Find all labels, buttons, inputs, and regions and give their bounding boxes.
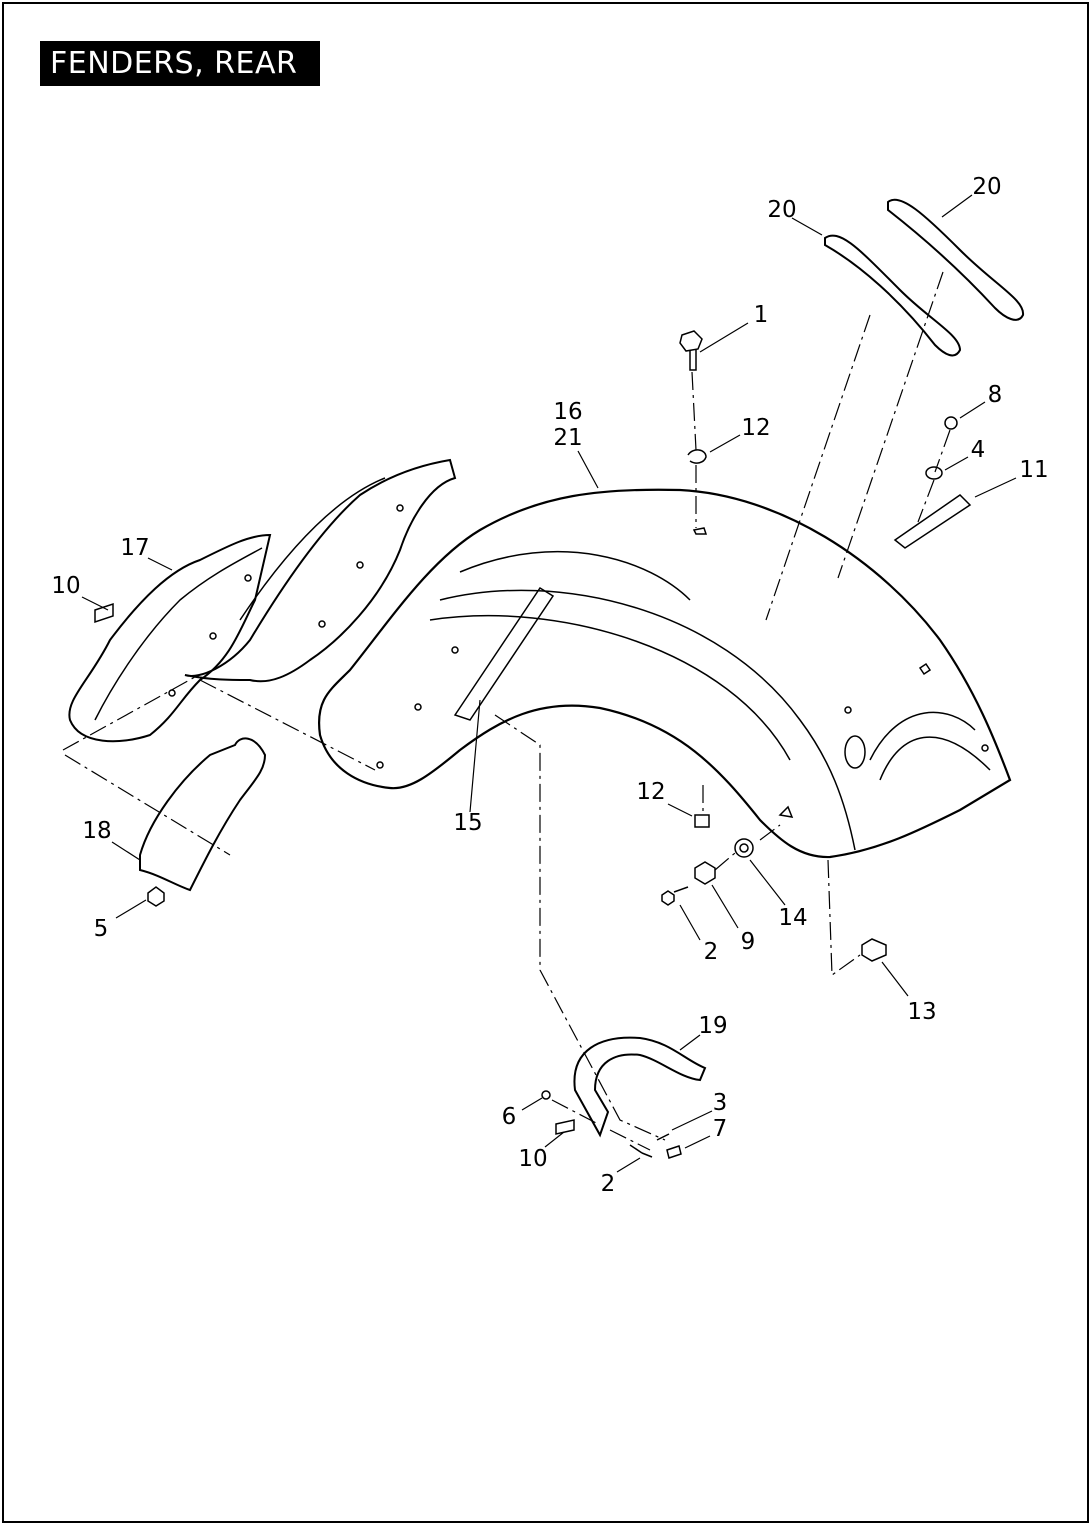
fender-trim xyxy=(68,458,457,743)
rail-trim xyxy=(887,198,1025,321)
callout-5: 5 xyxy=(93,916,109,942)
diagram-title: FENDERS, REAR xyxy=(40,41,320,86)
rear-fender xyxy=(317,488,1012,859)
callout-15: 15 xyxy=(453,810,483,836)
callout-20: 20 xyxy=(767,197,797,223)
callout-12: 12 xyxy=(741,415,771,441)
callout-10: 10 xyxy=(518,1146,548,1172)
rail-trim xyxy=(824,234,962,357)
leader-lines xyxy=(81,194,1017,1173)
callout-13: 13 xyxy=(907,999,937,1025)
fender-strap xyxy=(573,1036,707,1138)
mounting-plate xyxy=(139,737,267,892)
callout-9: 9 xyxy=(740,929,756,955)
callout-16: 16 xyxy=(553,399,583,425)
support-bracket xyxy=(453,586,555,721)
callout-14: 14 xyxy=(778,905,808,931)
callout-3: 3 xyxy=(712,1090,728,1116)
callout-2: 2 xyxy=(600,1171,616,1197)
callout-8: 8 xyxy=(987,382,1003,408)
callout-17: 17 xyxy=(120,535,150,561)
callout-4: 4 xyxy=(970,437,986,463)
callout-18: 18 xyxy=(82,818,112,844)
callout-11: 11 xyxy=(1019,457,1049,483)
callout-7: 7 xyxy=(712,1116,728,1142)
assembly-lines xyxy=(62,271,951,1151)
callout-20: 20 xyxy=(972,174,1002,200)
callout-1: 1 xyxy=(753,302,769,328)
callout-6: 6 xyxy=(501,1104,517,1130)
callout-19: 19 xyxy=(698,1013,728,1039)
callout-12: 12 xyxy=(636,779,666,805)
callout-21: 21 xyxy=(553,425,583,451)
hardware xyxy=(94,330,972,1159)
callout-10: 10 xyxy=(51,573,81,599)
callout-2: 2 xyxy=(703,939,719,965)
